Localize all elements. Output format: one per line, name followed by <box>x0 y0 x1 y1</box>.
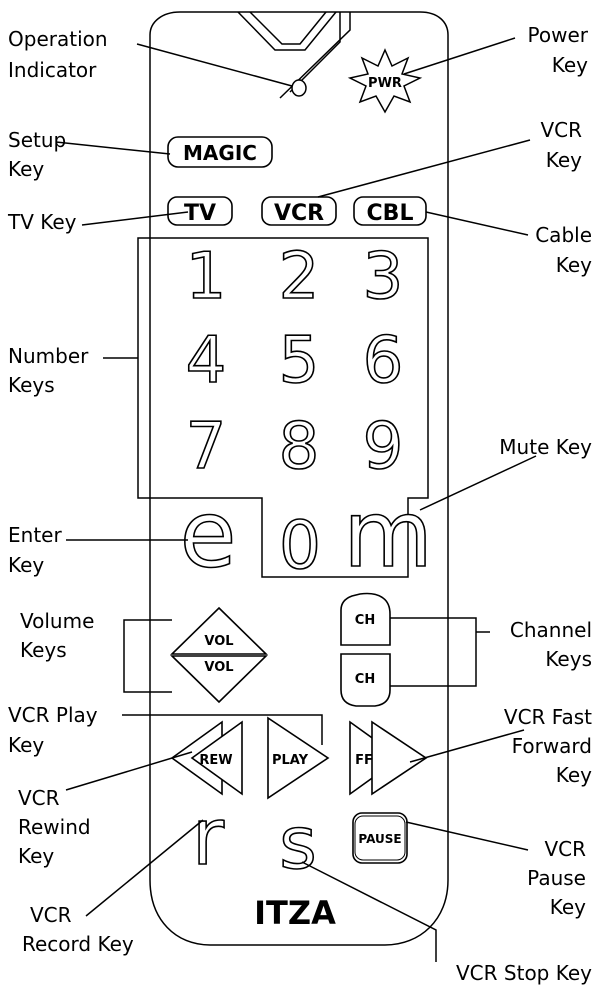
digit-key-5[interactable]: 5 <box>278 323 320 399</box>
ir-window-lines <box>279 12 351 99</box>
callout-vcr-play-key: VCR Play <box>8 703 98 727</box>
fast-forward-button-label: FF <box>355 753 373 768</box>
digit-key-2[interactable]: 2 <box>278 239 320 315</box>
fast-forward-button-front <box>371 720 428 796</box>
stop-key[interactable]: s <box>278 800 317 886</box>
setup-button[interactable] <box>167 136 273 168</box>
callout-channel-keys: Channel <box>510 618 592 642</box>
digit-key-4[interactable]: 4 <box>185 323 227 399</box>
enter-key[interactable]: e <box>179 480 237 589</box>
callout-vcr-stop-key: VCR Stop Key <box>456 961 592 985</box>
setup-button-label: MAGIC <box>183 141 257 165</box>
callout-number-keys: Keys <box>8 373 55 397</box>
channel-down-label: CH <box>355 672 375 687</box>
record-key[interactable]: r <box>191 792 226 884</box>
callout-operation-indicator: Indicator <box>8 58 97 82</box>
channel-down-button[interactable] <box>340 653 391 707</box>
play-button-label: PLAY <box>272 753 309 768</box>
cbl-button[interactable] <box>353 196 427 226</box>
callout-vcr-rewind-key: Rewind <box>18 815 91 839</box>
callout-vcr-rewind-key: VCR <box>18 786 60 810</box>
callout-vcr-ff-key: VCR Fast <box>504 705 592 729</box>
callout-cable-key: Key <box>556 253 592 277</box>
digit-key-6[interactable]: 6 <box>362 323 404 399</box>
power-button[interactable] <box>347 48 423 114</box>
volume-up-label: VOL <box>204 634 233 649</box>
operation-indicator-led <box>291 79 307 97</box>
brand-logo: ITZA <box>254 894 336 932</box>
volume-up-button[interactable] <box>170 606 268 655</box>
callout-vcr-pause-key: Pause <box>527 866 586 890</box>
digit-key-1[interactable]: 1 <box>185 239 227 315</box>
pause-button[interactable] <box>352 812 408 864</box>
channel-up-button[interactable] <box>340 592 391 646</box>
digit-key-9[interactable]: 9 <box>362 409 404 485</box>
callout-labels: Operation Indicator Power Key Setup Key … <box>7 23 592 985</box>
remote-body <box>149 11 449 946</box>
callout-vcr-key: Key <box>546 148 582 172</box>
callout-volume-keys: Volume <box>20 609 94 633</box>
callout-tv-key: TV Key <box>7 210 77 234</box>
vcr-button-label: VCR <box>274 201 324 226</box>
callout-enter-key: Enter <box>8 523 62 547</box>
digit-key-8[interactable]: 8 <box>278 409 320 485</box>
cbl-button-label: CBL <box>367 201 414 226</box>
callout-vcr-pause-key: Key <box>550 895 586 919</box>
play-button[interactable] <box>267 716 330 800</box>
mute-key[interactable]: m <box>342 480 433 589</box>
vcr-button[interactable] <box>261 196 337 226</box>
power-button-label: PWR <box>368 76 402 91</box>
callout-enter-key: Key <box>8 553 44 577</box>
callout-vcr-ff-key: Forward <box>512 734 592 758</box>
callout-volume-keys: Keys <box>20 638 67 662</box>
digit-keys: 1 2 3 4 5 6 7 8 9 <box>185 239 404 485</box>
callout-vcr-ff-key: Key <box>556 763 592 787</box>
pause-button-label: PAUSE <box>358 832 401 846</box>
callout-vcr-rewind-key: Key <box>18 844 54 868</box>
volume-down-label: VOL <box>204 660 233 675</box>
callout-number-keys: Number <box>8 344 89 368</box>
callout-power-key: Key <box>552 53 588 77</box>
digit-key-3[interactable]: 3 <box>362 239 404 315</box>
tv-button-label: TV <box>184 201 216 226</box>
callout-channel-keys: Keys <box>545 647 592 671</box>
callout-vcr-play-key: Key <box>8 733 44 757</box>
callout-vcr-key: VCR <box>540 118 582 142</box>
callout-vcr-record-key: Record Key <box>22 932 134 956</box>
callout-power-key: Power <box>528 23 589 47</box>
callout-setup-key: Key <box>8 157 44 181</box>
callout-mute-key: Mute Key <box>499 435 592 459</box>
callout-vcr-record-key: VCR <box>30 903 72 927</box>
callout-cable-key: Cable <box>535 223 592 247</box>
number-keypad-frame <box>137 237 429 578</box>
callout-setup-key: Setup <box>8 128 66 152</box>
pause-button-inner <box>354 815 406 861</box>
tv-button[interactable] <box>167 196 233 226</box>
leader-lines <box>55 37 537 962</box>
digit-key-7[interactable]: 7 <box>185 409 227 485</box>
callout-vcr-pause-key: VCR <box>544 837 586 861</box>
channel-up-label: CH <box>355 613 375 628</box>
volume-down-button[interactable] <box>170 655 268 704</box>
callout-operation-indicator: Operation <box>8 27 108 51</box>
digit-key-0[interactable]: 0 <box>278 506 322 585</box>
ir-window-lines <box>237 11 341 93</box>
rewind-button[interactable] <box>190 720 243 796</box>
rewind-button-label: REW <box>199 753 232 768</box>
